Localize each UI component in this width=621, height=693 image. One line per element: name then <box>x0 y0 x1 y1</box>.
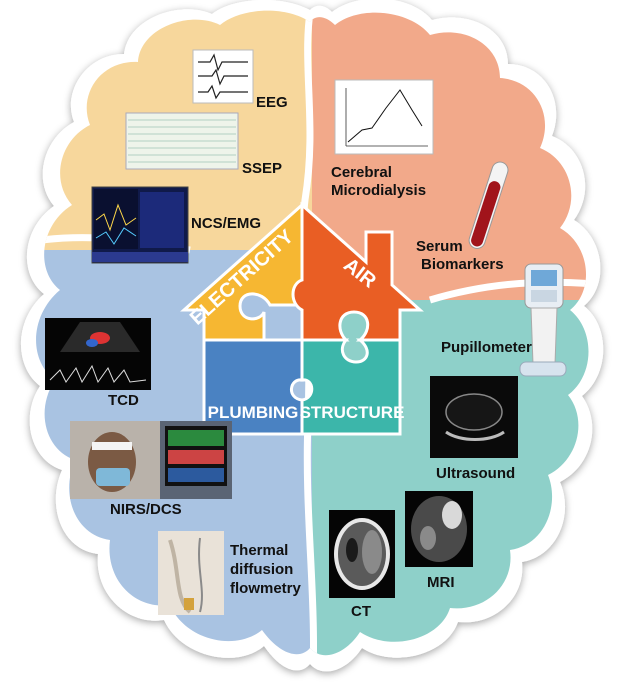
label-flowmetry: flowmetry <box>230 580 301 597</box>
thermal-diffusion-image <box>158 531 224 615</box>
label-serum: Serum <box>416 238 463 255</box>
label-ultrasound: Ultrasound <box>436 465 516 482</box>
label-biomarkers: Biomarkers <box>421 256 504 273</box>
pupillometer-image <box>519 263 567 377</box>
puzzle-air <box>291 201 424 342</box>
ct-image <box>329 510 395 598</box>
label-microdialysis: Microdialysis <box>331 182 427 199</box>
house-label-plumbing: PLUMBING <box>208 403 299 422</box>
label-tcd: TCD <box>108 392 139 409</box>
puzzle-electricity <box>180 201 304 342</box>
nirs-dcs-image <box>70 421 232 499</box>
label-pupillometer: Pupillometer <box>441 339 532 356</box>
ncs-emg-image <box>91 186 189 264</box>
label-diffusion: diffusion <box>230 561 294 578</box>
mri-image <box>405 491 473 567</box>
label-ncs-emg: NCS/EMG <box>191 215 262 232</box>
ssep-image <box>125 112 239 170</box>
label-eeg: EEG <box>256 94 288 111</box>
label-cerebral: Cerebral <box>331 164 392 181</box>
microdialysis-image <box>334 79 434 155</box>
tcd-image <box>45 318 151 390</box>
label-thermal: Thermal <box>230 542 289 559</box>
ultrasound-image <box>430 376 518 458</box>
eeg-image <box>192 49 254 104</box>
label-ct: CT <box>351 603 371 620</box>
label-mri: MRI <box>427 574 455 591</box>
house-label-structure: STRUCTURE <box>300 403 405 422</box>
label-ssep: SSEP <box>242 160 283 177</box>
label-nirs-dcs: NIRS/DCS <box>110 501 182 518</box>
puzzle-structure <box>300 338 402 436</box>
serum-tube-image <box>468 161 509 249</box>
